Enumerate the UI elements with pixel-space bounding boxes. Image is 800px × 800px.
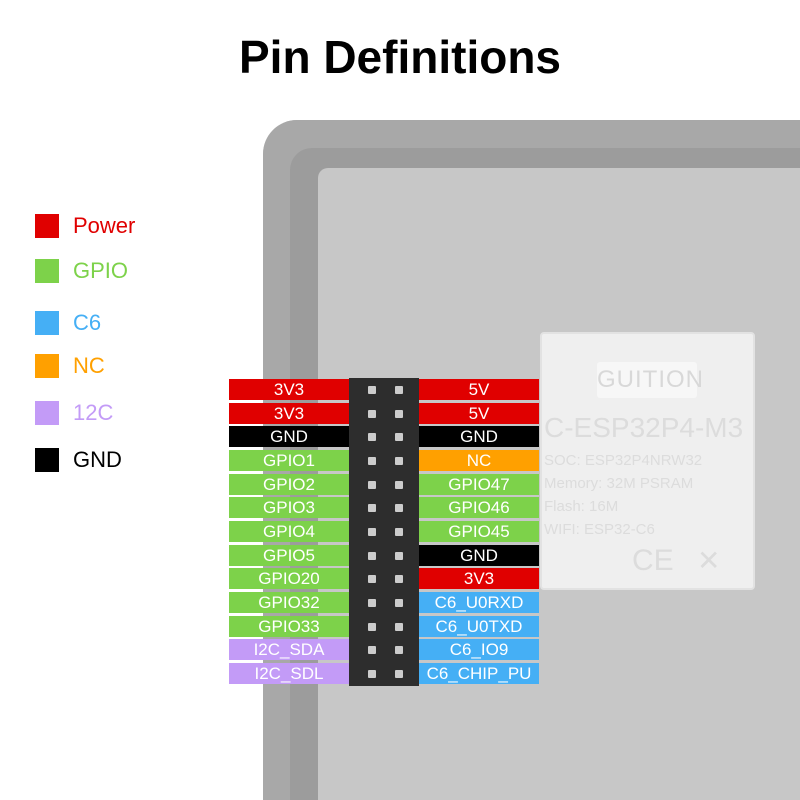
header-pin xyxy=(395,433,403,442)
module-memory: Memory: 32M PSRAM xyxy=(544,475,694,492)
header-pin xyxy=(368,480,376,489)
legend-swatch xyxy=(35,401,59,425)
module-logo: GUITION xyxy=(597,362,703,398)
left-pin-label: GPIO5 xyxy=(229,544,349,566)
left-pin-label: GPIO32 xyxy=(229,591,349,613)
header-pin xyxy=(395,575,403,584)
header-pin xyxy=(368,598,376,607)
esp32-module: GUITION C-ESP32P4-M3 SOC: ESP32P4NRW32 M… xyxy=(540,332,755,590)
module-model: C-ESP32P4-M3 xyxy=(544,412,744,443)
left-pin-label: I2C_SDL xyxy=(229,662,349,684)
header-pin xyxy=(368,646,376,655)
header-pin xyxy=(368,527,376,536)
right-pin-label: GND xyxy=(419,544,539,566)
header-pin xyxy=(395,622,403,631)
legend-label: 12C xyxy=(73,400,114,425)
left-pin-label: GPIO1 xyxy=(229,449,349,471)
left-pin-label: GPIO2 xyxy=(229,473,349,495)
header-pin xyxy=(395,480,403,489)
header-pin xyxy=(368,504,376,513)
header-pin xyxy=(368,433,376,442)
left-pin-label: I2C_SDA xyxy=(229,639,349,661)
module-flash: Flash: 16M xyxy=(544,498,619,515)
legend-swatch xyxy=(35,354,59,378)
right-pin-label: GPIO47 xyxy=(419,473,539,495)
legend-swatch xyxy=(35,311,59,335)
legend-swatch xyxy=(35,448,59,472)
legend-item-nc: NC xyxy=(35,353,105,378)
header-pin xyxy=(395,386,403,394)
header-pin xyxy=(368,575,376,584)
left-pin-label: GPIO4 xyxy=(229,520,349,542)
right-pin-label: GND xyxy=(419,426,539,448)
header-pin xyxy=(395,527,403,536)
legend-label: Power xyxy=(73,213,136,238)
header-pin xyxy=(395,669,403,678)
right-pin-label: NC xyxy=(419,449,539,471)
header-pin xyxy=(395,456,403,465)
right-pin-label: C6_CHIP_PU xyxy=(419,662,539,684)
module-wifi: WIFI: ESP32-C6 xyxy=(544,521,655,538)
header-pin xyxy=(368,409,376,418)
header-pin xyxy=(395,646,403,655)
ce-mark: CE xyxy=(632,544,674,577)
left-pin-label: GPIO3 xyxy=(229,497,349,519)
legend-swatch xyxy=(35,214,59,238)
right-pin-label: C6_IO9 xyxy=(419,639,539,661)
weee-bin-icon: ✕ xyxy=(697,545,721,576)
left-pin-label: GPIO20 xyxy=(229,568,349,590)
page-title: Pin Definitions xyxy=(239,31,561,83)
header-pin xyxy=(395,551,403,560)
legend-label: NC xyxy=(73,353,105,378)
legend-swatch xyxy=(35,259,59,283)
left-pin-label: GPIO33 xyxy=(229,615,349,637)
left-pin-label: GND xyxy=(229,426,349,448)
legend-label: C6 xyxy=(73,310,102,335)
header-pin xyxy=(368,622,376,631)
legend-item-c6: C6 xyxy=(35,310,102,335)
legend-item-gpio: GPIO xyxy=(35,258,129,283)
header-pin xyxy=(395,409,403,418)
right-pin-label: 5V xyxy=(419,402,539,424)
left-pin-label: 3V3 xyxy=(229,379,349,400)
right-pin-label: GPIO46 xyxy=(419,497,539,519)
header-pin xyxy=(368,551,376,560)
right-pin-label: GPIO45 xyxy=(419,520,539,542)
header-pin xyxy=(395,598,403,607)
legend-item-i2c: 12C xyxy=(35,400,114,425)
right-pin-label: 3V3 xyxy=(419,568,539,590)
header-pin xyxy=(368,386,376,394)
header-pin xyxy=(368,669,376,678)
legend-label: GND xyxy=(73,447,122,472)
right-pin-label: C6_U0TXD xyxy=(419,615,539,637)
module-soc: SOC: ESP32P4NRW32 xyxy=(544,452,703,469)
right-pin-label: 5V xyxy=(419,379,539,400)
header-pin xyxy=(368,456,376,465)
left-pin-label: 3V3 xyxy=(229,402,349,424)
pin-header xyxy=(349,378,419,686)
legend-label: GPIO xyxy=(73,258,129,283)
right-pin-label: C6_U0RXD xyxy=(419,591,539,613)
header-pin xyxy=(395,504,403,513)
legend-item-gnd: GND xyxy=(35,447,122,472)
legend-item-power: Power xyxy=(35,213,136,238)
